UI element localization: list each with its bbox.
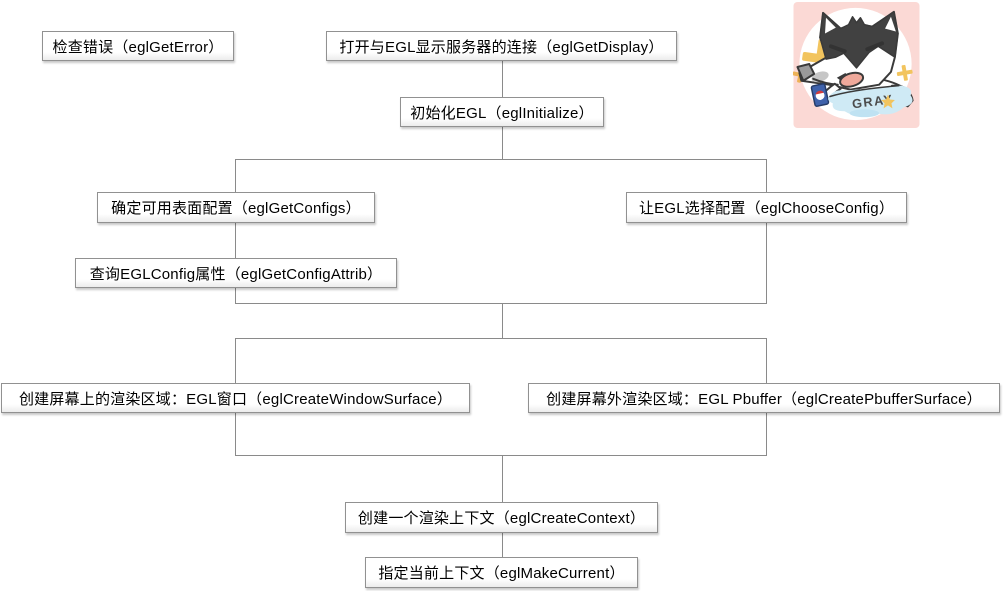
connector-line <box>766 159 767 192</box>
gray-banner: GRAY <box>828 84 913 118</box>
node-egl-make-current: 指定当前上下文（eglMakeCurrent） <box>365 557 638 588</box>
nose <box>796 63 816 82</box>
connector-line <box>235 338 236 383</box>
connector-line <box>235 222 236 258</box>
connector-line <box>235 413 236 456</box>
connector-line <box>502 533 503 557</box>
tongue <box>839 71 865 88</box>
node-egl-get-display: 打开与EGL显示服务器的连接（eglGetDisplay） <box>326 31 677 61</box>
node-egl-create-pbuffer-surface: 创建屏幕外渲染区域：EGL Pbuffer（eglCreatePbufferSu… <box>528 383 1000 413</box>
gray-avatar-image: GRAY <box>793 2 920 128</box>
star-icon <box>881 94 895 109</box>
connector-line <box>235 338 767 339</box>
connector-line <box>502 127 503 159</box>
connector-line <box>235 303 767 304</box>
connector-line <box>235 159 236 192</box>
node-egl-choose-config: 让EGL选择配置（eglChooseConfig） <box>626 192 907 223</box>
sparkle-cross-icon <box>896 64 913 81</box>
connector-line <box>502 61 503 97</box>
eye-right <box>865 41 885 52</box>
ear-inner <box>885 16 896 32</box>
connector-line <box>502 455 503 502</box>
node-egl-get-config-attrib: 查询EGLConfig属性（eglGetConfigAttrib） <box>75 258 397 288</box>
node-egl-get-configs: 确定可用表面配置（eglGetConfigs） <box>97 192 375 223</box>
ear-inner <box>825 17 836 34</box>
gray-label: GRAY <box>851 91 894 111</box>
connector-line <box>502 303 503 338</box>
eye-left <box>828 44 847 54</box>
connector-line <box>235 455 767 456</box>
node-egl-get-error: 检查错误（eglGetError） <box>42 31 234 61</box>
connector-line <box>766 413 767 456</box>
connector-line <box>766 338 767 383</box>
soda-can <box>810 83 830 107</box>
node-egl-create-context: 创建一个渲染上下文（eglCreateContext） <box>345 502 658 533</box>
node-egl-create-window-surface: 创建屏幕上的渲染区域：EGL窗口（eglCreateWindowSurface） <box>1 383 470 413</box>
node-egl-initialize: 初始化EGL（eglInitialize） <box>400 97 604 127</box>
connector-line <box>235 288 236 304</box>
connector-line <box>766 222 767 304</box>
connector-line <box>235 159 767 160</box>
